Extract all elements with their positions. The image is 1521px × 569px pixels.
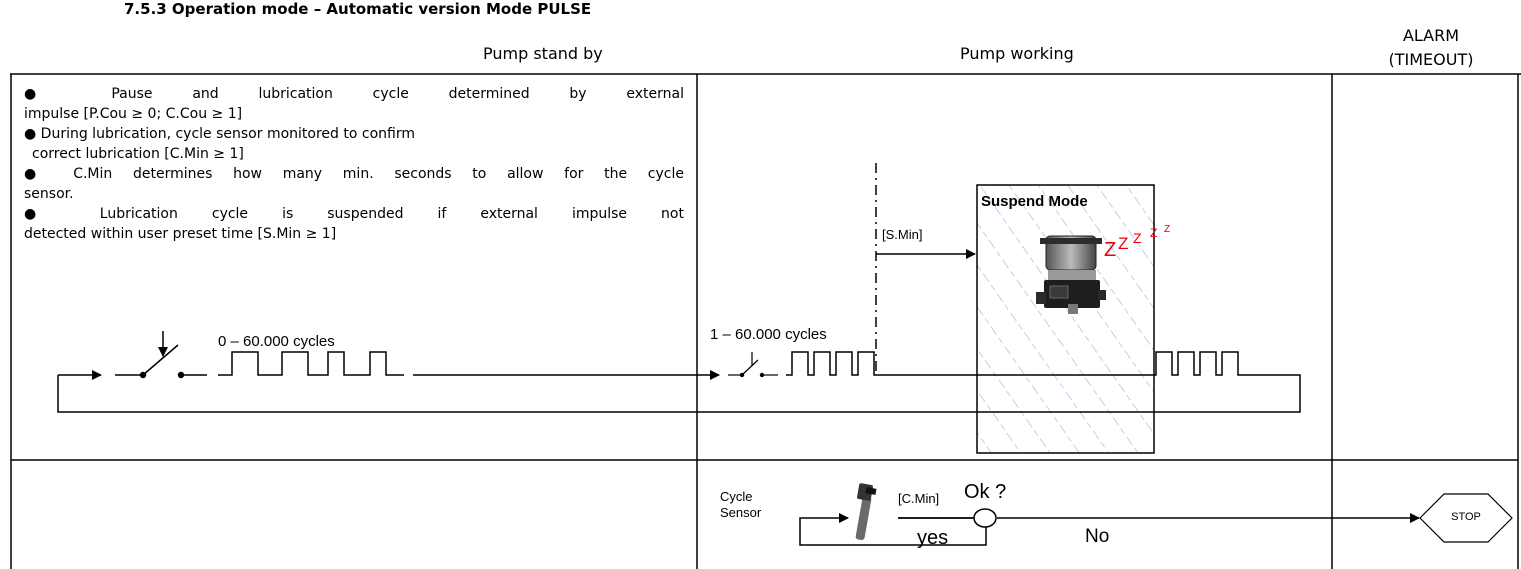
header-pump-stand-by: Pump stand by xyxy=(483,44,603,63)
note-4-line-2: detected within user preset time [S.Min … xyxy=(24,226,337,242)
note-3-line-2: sensor. xyxy=(24,186,74,202)
cycle-sensor-line-2: Sensor xyxy=(720,505,762,520)
note-1-line-1: ● Pause and lubrication cycle determined… xyxy=(24,86,684,102)
main-loop xyxy=(57,370,1301,413)
note-3-line-1: ● C.Min determines how many min. seconds… xyxy=(24,166,684,182)
svg-text:Z: Z xyxy=(1150,226,1157,240)
cycle-sensor-line-1: Cycle xyxy=(720,489,753,504)
pulse-train-resume-icon xyxy=(1148,351,1248,376)
svg-text:Z: Z xyxy=(1164,224,1170,235)
sleep-zzz-icon: Z Z Z Z Z xyxy=(1104,224,1170,261)
svg-text:Z: Z xyxy=(1118,234,1128,253)
cycle-sensor-loop xyxy=(799,513,1420,546)
note-1-line-2: impulse [P.Cou ≥ 0; C.Cou ≥ 1] xyxy=(24,106,243,122)
c-min-label: [C.Min] xyxy=(898,491,940,506)
frame xyxy=(10,73,1521,569)
suspend-mode-box xyxy=(976,184,1155,454)
cycle-sensor-icon xyxy=(855,483,877,541)
note-2-line-2: correct lubrication [C.Min ≥ 1] xyxy=(32,146,244,162)
decision-circle-icon xyxy=(973,508,997,528)
switch-open-icon xyxy=(115,331,207,379)
cycles-standby-label: 0 – 60.000 cycles xyxy=(218,333,335,350)
header-pump-working: Pump working xyxy=(960,44,1074,63)
no-label: No xyxy=(1085,526,1110,547)
svg-text:Z: Z xyxy=(1104,239,1116,261)
pulse-train-working-icon xyxy=(786,351,882,376)
header-alarm: ALARM (TIMEOUT) xyxy=(1336,24,1521,72)
timeout-label: (TIMEOUT) xyxy=(1388,50,1474,69)
s-min-branch xyxy=(875,163,976,375)
section-title: 7.5.3 Operation mode – Automatic version… xyxy=(124,0,592,18)
s-min-label: [S.Min] xyxy=(882,227,923,242)
cycle-sensor-label: Cycle Sensor xyxy=(720,489,761,521)
alarm-label: ALARM xyxy=(1402,26,1460,45)
notes-panel: ● Pause and lubrication cycle determined… xyxy=(24,84,684,244)
pulse-train-icon xyxy=(218,351,404,376)
ok-question-label: Ok ? xyxy=(964,481,1007,503)
yes-label: yes xyxy=(917,527,949,549)
cycles-working-label: 1 – 60.000 cycles xyxy=(710,326,827,343)
note-2-line-1: ● During lubrication, cycle sensor monit… xyxy=(24,126,415,142)
stop-hexagon-icon xyxy=(1419,493,1513,543)
switch-working-icon xyxy=(728,352,778,378)
note-4-line-1: ● Lubrication cycle is suspended if exte… xyxy=(24,206,684,222)
stop-label: STOP xyxy=(1451,511,1481,523)
suspend-mode-label: Suspend Mode xyxy=(981,193,1088,210)
lubrication-pump-image xyxy=(1036,235,1106,314)
svg-text:Z: Z xyxy=(1133,230,1142,246)
